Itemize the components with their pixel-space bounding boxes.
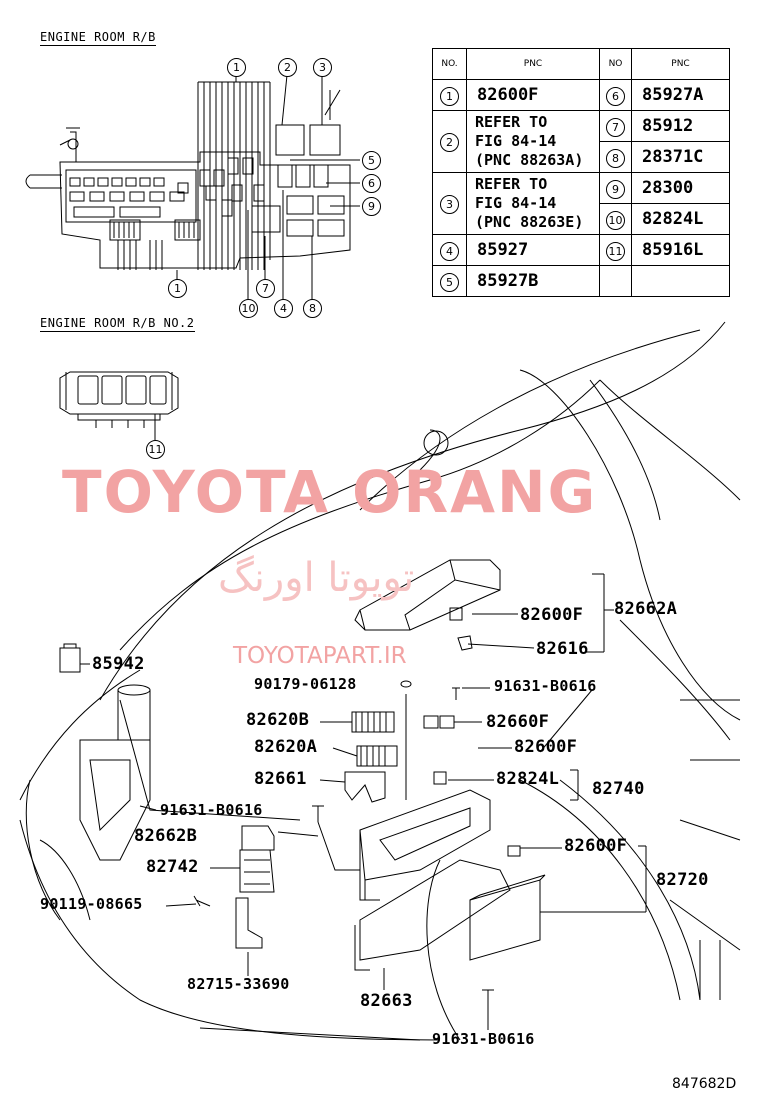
callout-4: 4	[274, 299, 293, 318]
row-pnc: 82824L	[631, 203, 730, 235]
table-row: 8 28371C	[433, 141, 730, 173]
pnc-table: NO. PNC NO PNC 1 82600F 6 85927A 2 REFER…	[432, 48, 730, 297]
callout-6: 6	[362, 174, 381, 193]
part-label-82600F-a: 82600F	[520, 605, 584, 625]
part-label-82720: 82720	[656, 870, 709, 890]
part-label-82660F: 82660F	[486, 712, 550, 732]
refer-line: (PNC 88263E)	[475, 213, 584, 231]
parts-drawing	[59, 559, 647, 1041]
table-row: 3 REFER TO FIG 84-14 (PNC 88263E) 9 2830…	[432, 172, 730, 235]
table-row: 4 85927 11 85916L	[432, 234, 730, 266]
row-pnc: 85927B	[466, 265, 600, 297]
part-label-90119-08665: 90119-08665	[40, 895, 143, 913]
part-label-82616: 82616	[536, 639, 589, 659]
part-label-82740: 82740	[592, 779, 645, 799]
row-pnc: 85912	[631, 110, 730, 142]
part-label-90179-06128: 90179-06128	[254, 675, 357, 693]
header-pnc-2: PNC	[631, 48, 730, 80]
row-no: 7	[606, 117, 625, 137]
watermark-persian: تویوتا اورنگ	[218, 555, 415, 601]
table-row: 2 REFER TO FIG 84-14 (PNC 88263A) 7 8591…	[432, 110, 730, 173]
part-label-82663: 82663	[360, 991, 413, 1011]
part-label-85942: 85942	[92, 654, 145, 674]
table-row: 5 85927B	[432, 265, 730, 297]
pnc-table-header: NO. PNC NO PNC	[432, 48, 730, 80]
watermark-site: TOYOTAPART.IR	[233, 643, 407, 669]
callout-3: 3	[313, 58, 332, 77]
header-pnc: PNC	[466, 48, 600, 80]
row-pnc: 85927A	[631, 79, 730, 111]
row-pnc: 85916L	[631, 234, 730, 266]
section-title-engine-room-rb-no2: ENGINE ROOM R/B NO.2	[40, 316, 195, 332]
section-title-engine-room-rb: ENGINE ROOM R/B	[40, 30, 156, 46]
row-no: 2	[440, 133, 459, 152]
figure-code: 847682D	[672, 1076, 737, 1092]
row-no: 1	[440, 86, 459, 106]
part-label-91631-B0616-a: 91631-B0616	[494, 677, 597, 695]
row-no: 11	[606, 241, 625, 261]
refer-line: (PNC 88263A)	[475, 151, 584, 169]
row-no: 4	[440, 241, 459, 261]
header-no: NO.	[432, 48, 467, 80]
table-row: 1 82600F 6 85927A	[432, 79, 730, 111]
part-label-91631-B0616-b: 91631-B0616	[160, 801, 263, 819]
row-pnc-refer: REFER TO FIG 84-14 (PNC 88263A)	[466, 110, 600, 173]
row-pnc: 28300	[631, 172, 730, 204]
refer-line: FIG 84-14	[475, 132, 557, 150]
callout-5: 5	[362, 151, 381, 170]
callout-8: 8	[303, 299, 322, 318]
row-pnc: 82600F	[466, 79, 600, 111]
relay-block-no2-drawing	[59, 371, 179, 440]
callout-2: 2	[278, 58, 297, 77]
part-label-82620B: 82620B	[246, 710, 310, 730]
car-body-drawing	[19, 321, 741, 1041]
watermark-main: TOYOTA ORANG	[62, 458, 598, 526]
part-label-82715-33690: 82715-33690	[187, 975, 290, 993]
row-pnc: 85927	[466, 234, 600, 266]
row-no: 9	[606, 179, 625, 199]
part-label-82824L: 82824L	[496, 769, 560, 789]
refer-line: REFER TO	[475, 175, 548, 193]
part-label-82742: 82742	[146, 857, 199, 877]
refer-line: REFER TO	[475, 113, 548, 131]
callout-7: 7	[256, 279, 275, 298]
callout-1-bottom: 1	[168, 279, 187, 298]
row-no: 6	[606, 86, 625, 106]
row-no: 8	[606, 148, 625, 168]
row-pnc-refer: REFER TO FIG 84-14 (PNC 88263E)	[466, 172, 600, 235]
callout-9: 9	[362, 197, 381, 216]
row-pnc: 28371C	[631, 141, 730, 173]
row-no: 5	[440, 272, 459, 292]
row-no: 3	[440, 195, 459, 214]
relay-block-drawing	[25, 74, 360, 300]
part-label-82661: 82661	[254, 769, 307, 789]
callout-1-top: 1	[227, 58, 246, 77]
part-label-82600F-b: 82600F	[514, 737, 578, 757]
callout-10: 10	[239, 299, 258, 318]
part-label-91631-B0616-c: 91631-B0616	[432, 1030, 535, 1048]
part-label-82600F-c: 82600F	[564, 836, 628, 856]
part-label-82662B: 82662B	[134, 826, 198, 846]
header-no-2: NO	[599, 48, 632, 80]
part-label-82662A: 82662A	[614, 599, 678, 619]
part-label-82620A: 82620A	[254, 737, 318, 757]
row-no: 10	[606, 210, 625, 230]
callout-11: 11	[146, 440, 165, 459]
refer-line: FIG 84-14	[475, 194, 557, 212]
